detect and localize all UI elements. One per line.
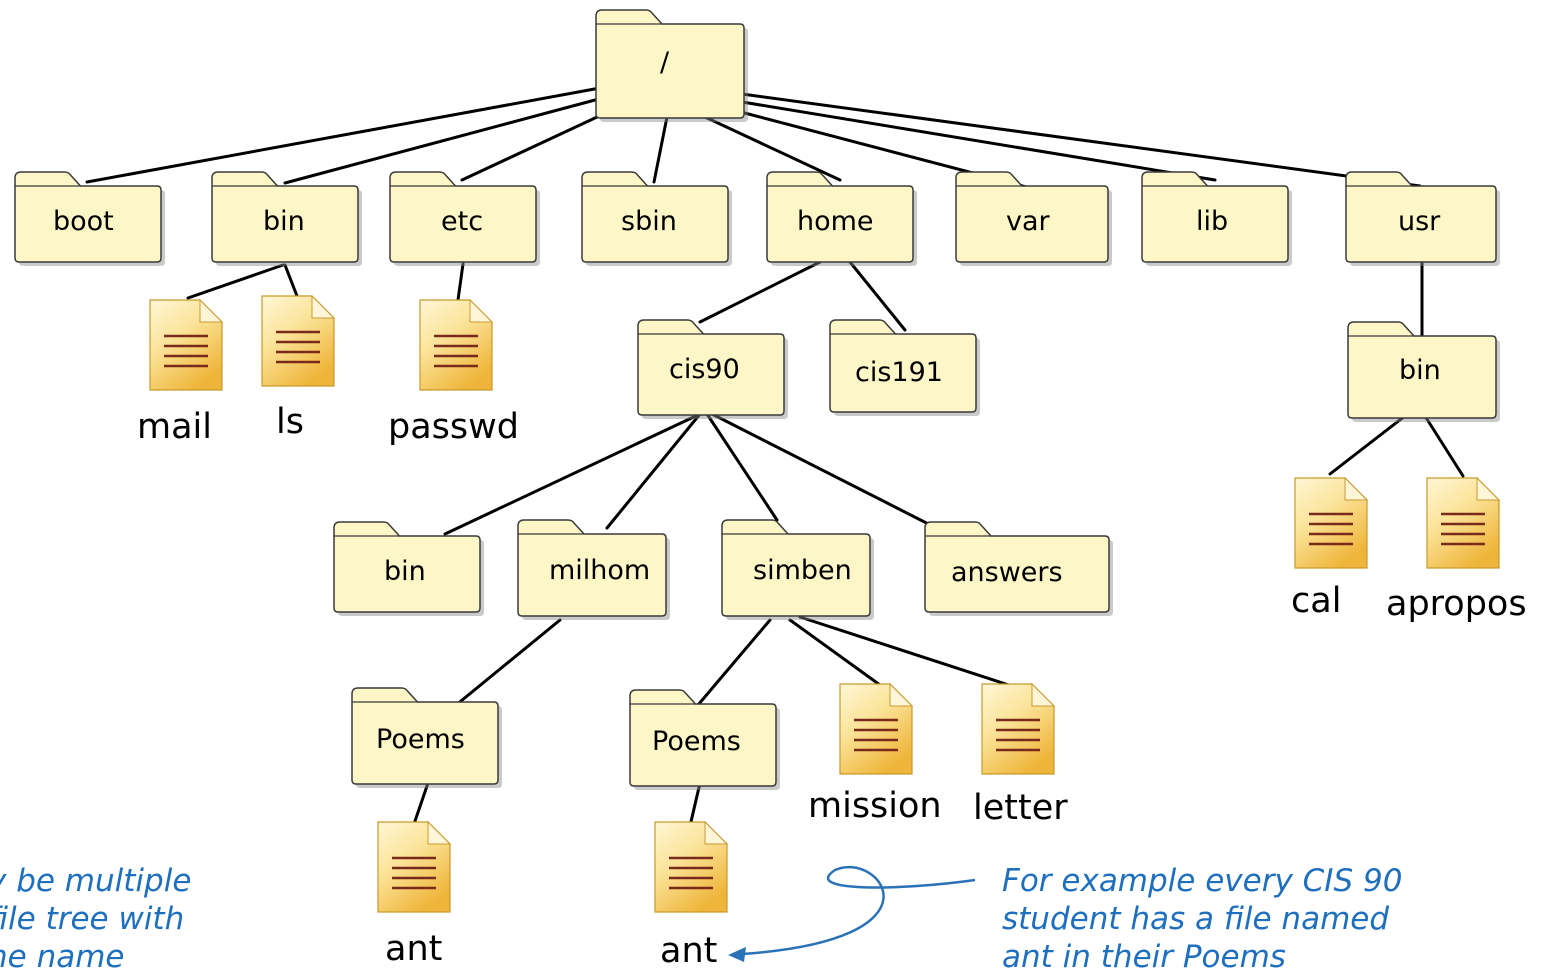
text-file-icon xyxy=(839,682,914,775)
note-left: y be multiple file tree with ne name xyxy=(0,862,191,976)
folder-label-answers: answers xyxy=(951,557,1063,588)
text-file-icon xyxy=(419,298,494,391)
file-label-mission: mission xyxy=(808,786,942,826)
edge-usrbin-cal xyxy=(1328,414,1407,476)
folder-icon xyxy=(389,171,540,266)
file-label-cal: cal xyxy=(1291,581,1342,621)
text-file-icon xyxy=(1294,476,1369,569)
folder-icon xyxy=(211,171,362,266)
edge-bin-mail xyxy=(186,263,285,300)
folder-icon xyxy=(1345,171,1500,266)
text-file-icon xyxy=(149,298,224,391)
files xyxy=(149,294,1501,913)
folder-label-home: home xyxy=(797,206,874,237)
folder-icon xyxy=(581,171,732,266)
folder-icon xyxy=(14,171,165,266)
folders xyxy=(14,9,1500,790)
pointer-arrow-curve xyxy=(741,865,976,956)
edge-home-cis90 xyxy=(698,260,822,324)
pointer-arrow xyxy=(728,865,976,962)
edge-root-bin xyxy=(283,94,612,185)
pointer-arrow-head xyxy=(728,947,746,962)
edge-milhom-poems xyxy=(448,618,562,712)
file-label-mail: mail xyxy=(137,407,212,447)
note-right-line-2: student has a file named xyxy=(1002,901,1390,937)
folder-label-bin: bin xyxy=(263,206,305,237)
folder-label-cis90-bin: bin xyxy=(384,556,426,587)
text-file-icon xyxy=(1426,476,1501,569)
edge-root-lib xyxy=(728,98,1217,182)
connector-lines xyxy=(85,86,1465,828)
folder-label-etc: etc xyxy=(441,206,484,237)
edge-simben-mission xyxy=(788,618,882,687)
folder-icon xyxy=(1347,321,1500,422)
folder-icon xyxy=(351,687,502,788)
folder-icon xyxy=(629,689,780,790)
folder-label-cis90: cis90 xyxy=(669,354,740,385)
text-file-icon xyxy=(261,294,336,387)
edge-cis90-bin xyxy=(443,412,702,536)
folder-icon xyxy=(517,519,670,620)
folder-label-lib: lib xyxy=(1196,206,1229,237)
edge-cis90-simben xyxy=(705,412,779,522)
folder-label-var: var xyxy=(1006,206,1050,237)
edge-cis90-answers xyxy=(710,412,954,538)
note-left-line-3: ne name xyxy=(0,939,125,975)
edge-simben-letter xyxy=(798,615,1020,690)
edge-root-boot xyxy=(85,86,602,184)
note-left-line-2: file tree with xyxy=(0,901,185,937)
folder-icon xyxy=(1141,171,1292,266)
folder-icon xyxy=(721,519,874,620)
edge-usrbin-apropos xyxy=(1423,414,1465,478)
file-label-letter: letter xyxy=(973,788,1068,828)
note-right: For example every CIS 90 student has a f… xyxy=(1002,862,1402,976)
folder-icon xyxy=(955,171,1112,266)
edge-root-sbin xyxy=(652,110,670,184)
note-right-line-3: ant in their Poems xyxy=(1002,939,1286,975)
note-left-line-1: y be multiple xyxy=(0,863,192,899)
folder-icon xyxy=(595,9,748,122)
folder-icon xyxy=(766,171,917,266)
folder-icon xyxy=(924,521,1113,616)
folder-label-simben-poems: Poems xyxy=(652,726,741,757)
text-file-icon xyxy=(981,682,1056,775)
folder-icon xyxy=(829,319,980,416)
edge-poems-ant-1 xyxy=(412,781,430,826)
folder-label-boot: boot xyxy=(53,206,114,237)
text-file-icon xyxy=(377,820,452,913)
folder-label-usr-bin: bin xyxy=(1399,355,1441,386)
folder-label-milhom-poems: Poems xyxy=(376,724,465,755)
folder-label-root: / xyxy=(660,47,670,78)
text-file-icon xyxy=(654,820,729,913)
edge-root-usr xyxy=(740,92,1422,188)
folder-label-usr: usr xyxy=(1398,206,1441,237)
edge-etc-passwd xyxy=(456,262,465,302)
folder-label-cis191: cis191 xyxy=(855,357,943,388)
folder-icon xyxy=(637,319,788,419)
folder-label-sbin: sbin xyxy=(621,206,677,237)
edge-home-cis191 xyxy=(848,260,907,332)
file-label-passwd: passwd xyxy=(388,407,519,447)
edge-bin-ls xyxy=(283,263,299,298)
note-right-line-1: For example every CIS 90 xyxy=(1002,863,1403,899)
folder-label-milhom: milhom xyxy=(549,555,651,586)
edge-simben-poems xyxy=(696,618,772,707)
edge-poems-ant-2 xyxy=(688,781,702,828)
edge-cis90-milhom xyxy=(605,412,702,530)
folder-label-simben: simben xyxy=(753,555,852,586)
edge-root-home xyxy=(688,108,842,182)
file-label-ls: ls xyxy=(276,402,304,442)
file-label-milhom-ant: ant xyxy=(385,929,443,969)
folder-icon xyxy=(333,521,484,616)
file-label-apropos: apropos xyxy=(1386,584,1527,624)
file-label-simben-ant: ant xyxy=(660,931,718,971)
